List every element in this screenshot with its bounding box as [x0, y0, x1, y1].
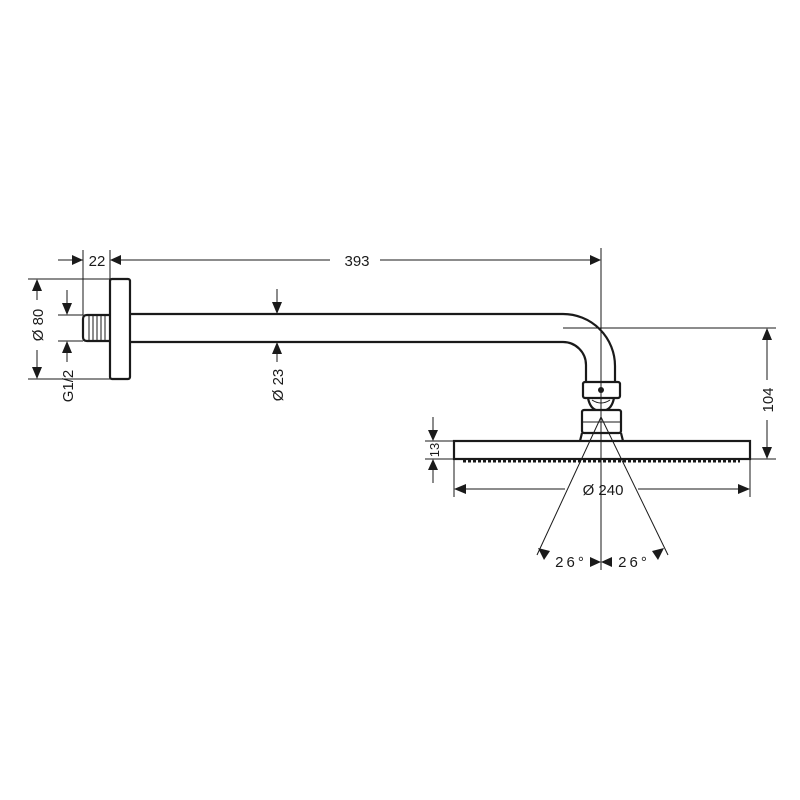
- dim-thread-label: G1/2: [60, 370, 77, 403]
- shower-head: [452, 439, 752, 463]
- dim-393: 393: [344, 253, 601, 270]
- wall-flange: [108, 277, 132, 381]
- dim-104: 104: [563, 327, 777, 460]
- dim-240: Ø 240: [453, 459, 751, 499]
- dim-thread: G1/2: [58, 290, 83, 402]
- dim-22: 22: [58, 250, 330, 315]
- dim-80: Ø 80: [28, 278, 110, 380]
- dim-240-label: Ø 240: [583, 482, 624, 499]
- dim-80-label: Ø 80: [30, 309, 47, 342]
- shower-arm: [130, 312, 617, 382]
- thread-connector: [81, 313, 110, 343]
- dim-23: Ø 23: [270, 289, 287, 401]
- dim-spray-angle: 26° 26°: [536, 416, 669, 571]
- angle-right-label: 26°: [618, 554, 650, 571]
- dim-13-label: 13: [427, 443, 442, 457]
- dim-22-label: 22: [89, 253, 106, 270]
- dim-104-label: 104: [760, 387, 777, 412]
- dim-13: 13: [425, 417, 454, 483]
- dim-393-label: 393: [344, 253, 369, 270]
- angle-left-label: 26°: [555, 554, 587, 571]
- dim-23-label: Ø 23: [270, 369, 287, 402]
